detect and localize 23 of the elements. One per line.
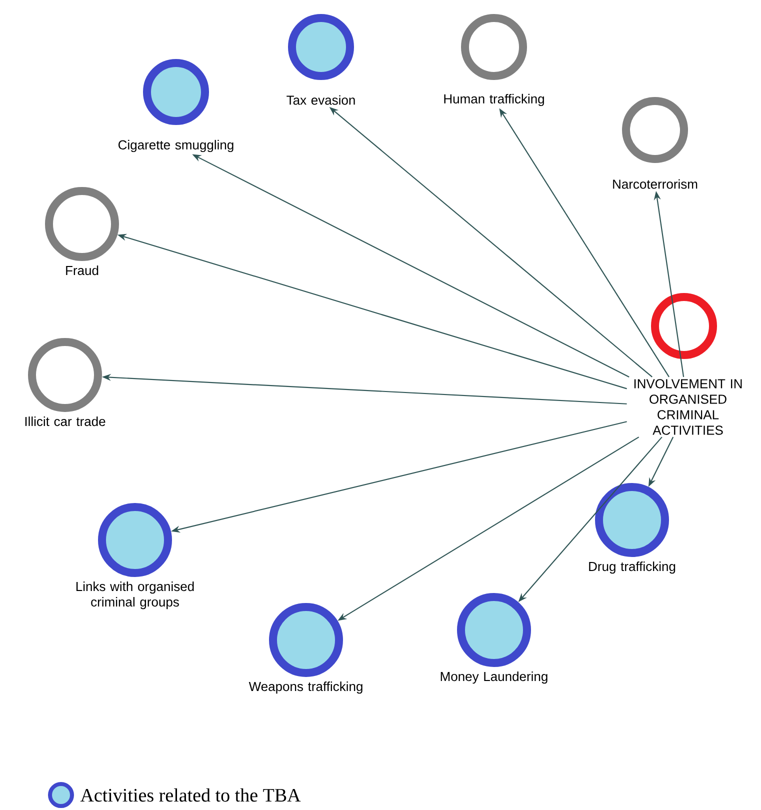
node-label: Narcoterrorism [613,179,698,189]
node-label: Links with organised criminal groups [76,582,194,610]
node-label: Money Laundering [440,672,548,684]
circle-node: Cigarette smuggling [118,59,234,152]
circle-node: Tax evasion [286,14,355,105]
node-label: INVOLVEMENT IN ORGANISED CRIMINAL ACTIVITIES [634,379,742,435]
node-label: Illicit car trade [25,416,106,426]
node-label: Human trafficking [444,94,544,106]
node-label: Weapons trafficking [248,682,362,694]
node-label: Fraud [66,266,98,276]
circle-node: Links with organised criminal groups [76,503,194,610]
node-label: Cigarette smuggling [118,140,234,152]
circle-node: Human trafficking [444,14,544,106]
circle-node: Illicit car trade [25,338,106,426]
circle-node: Weapons trafficking [248,603,362,694]
circle-node: Fraud [45,187,119,276]
circle-node: Drug trafficking [589,483,676,574]
circle-node: INVOLVEMENT IN ORGANISED CRIMINAL ACTIVITIES [634,293,742,435]
node-label: Tax evasion [286,95,355,105]
legend-text: Activities related to the TBA [80,788,301,802]
circle-node: Money Laundering [440,593,548,684]
circle-node: Narcoterrorism [613,97,698,189]
node-label: Drug trafficking [589,562,676,574]
